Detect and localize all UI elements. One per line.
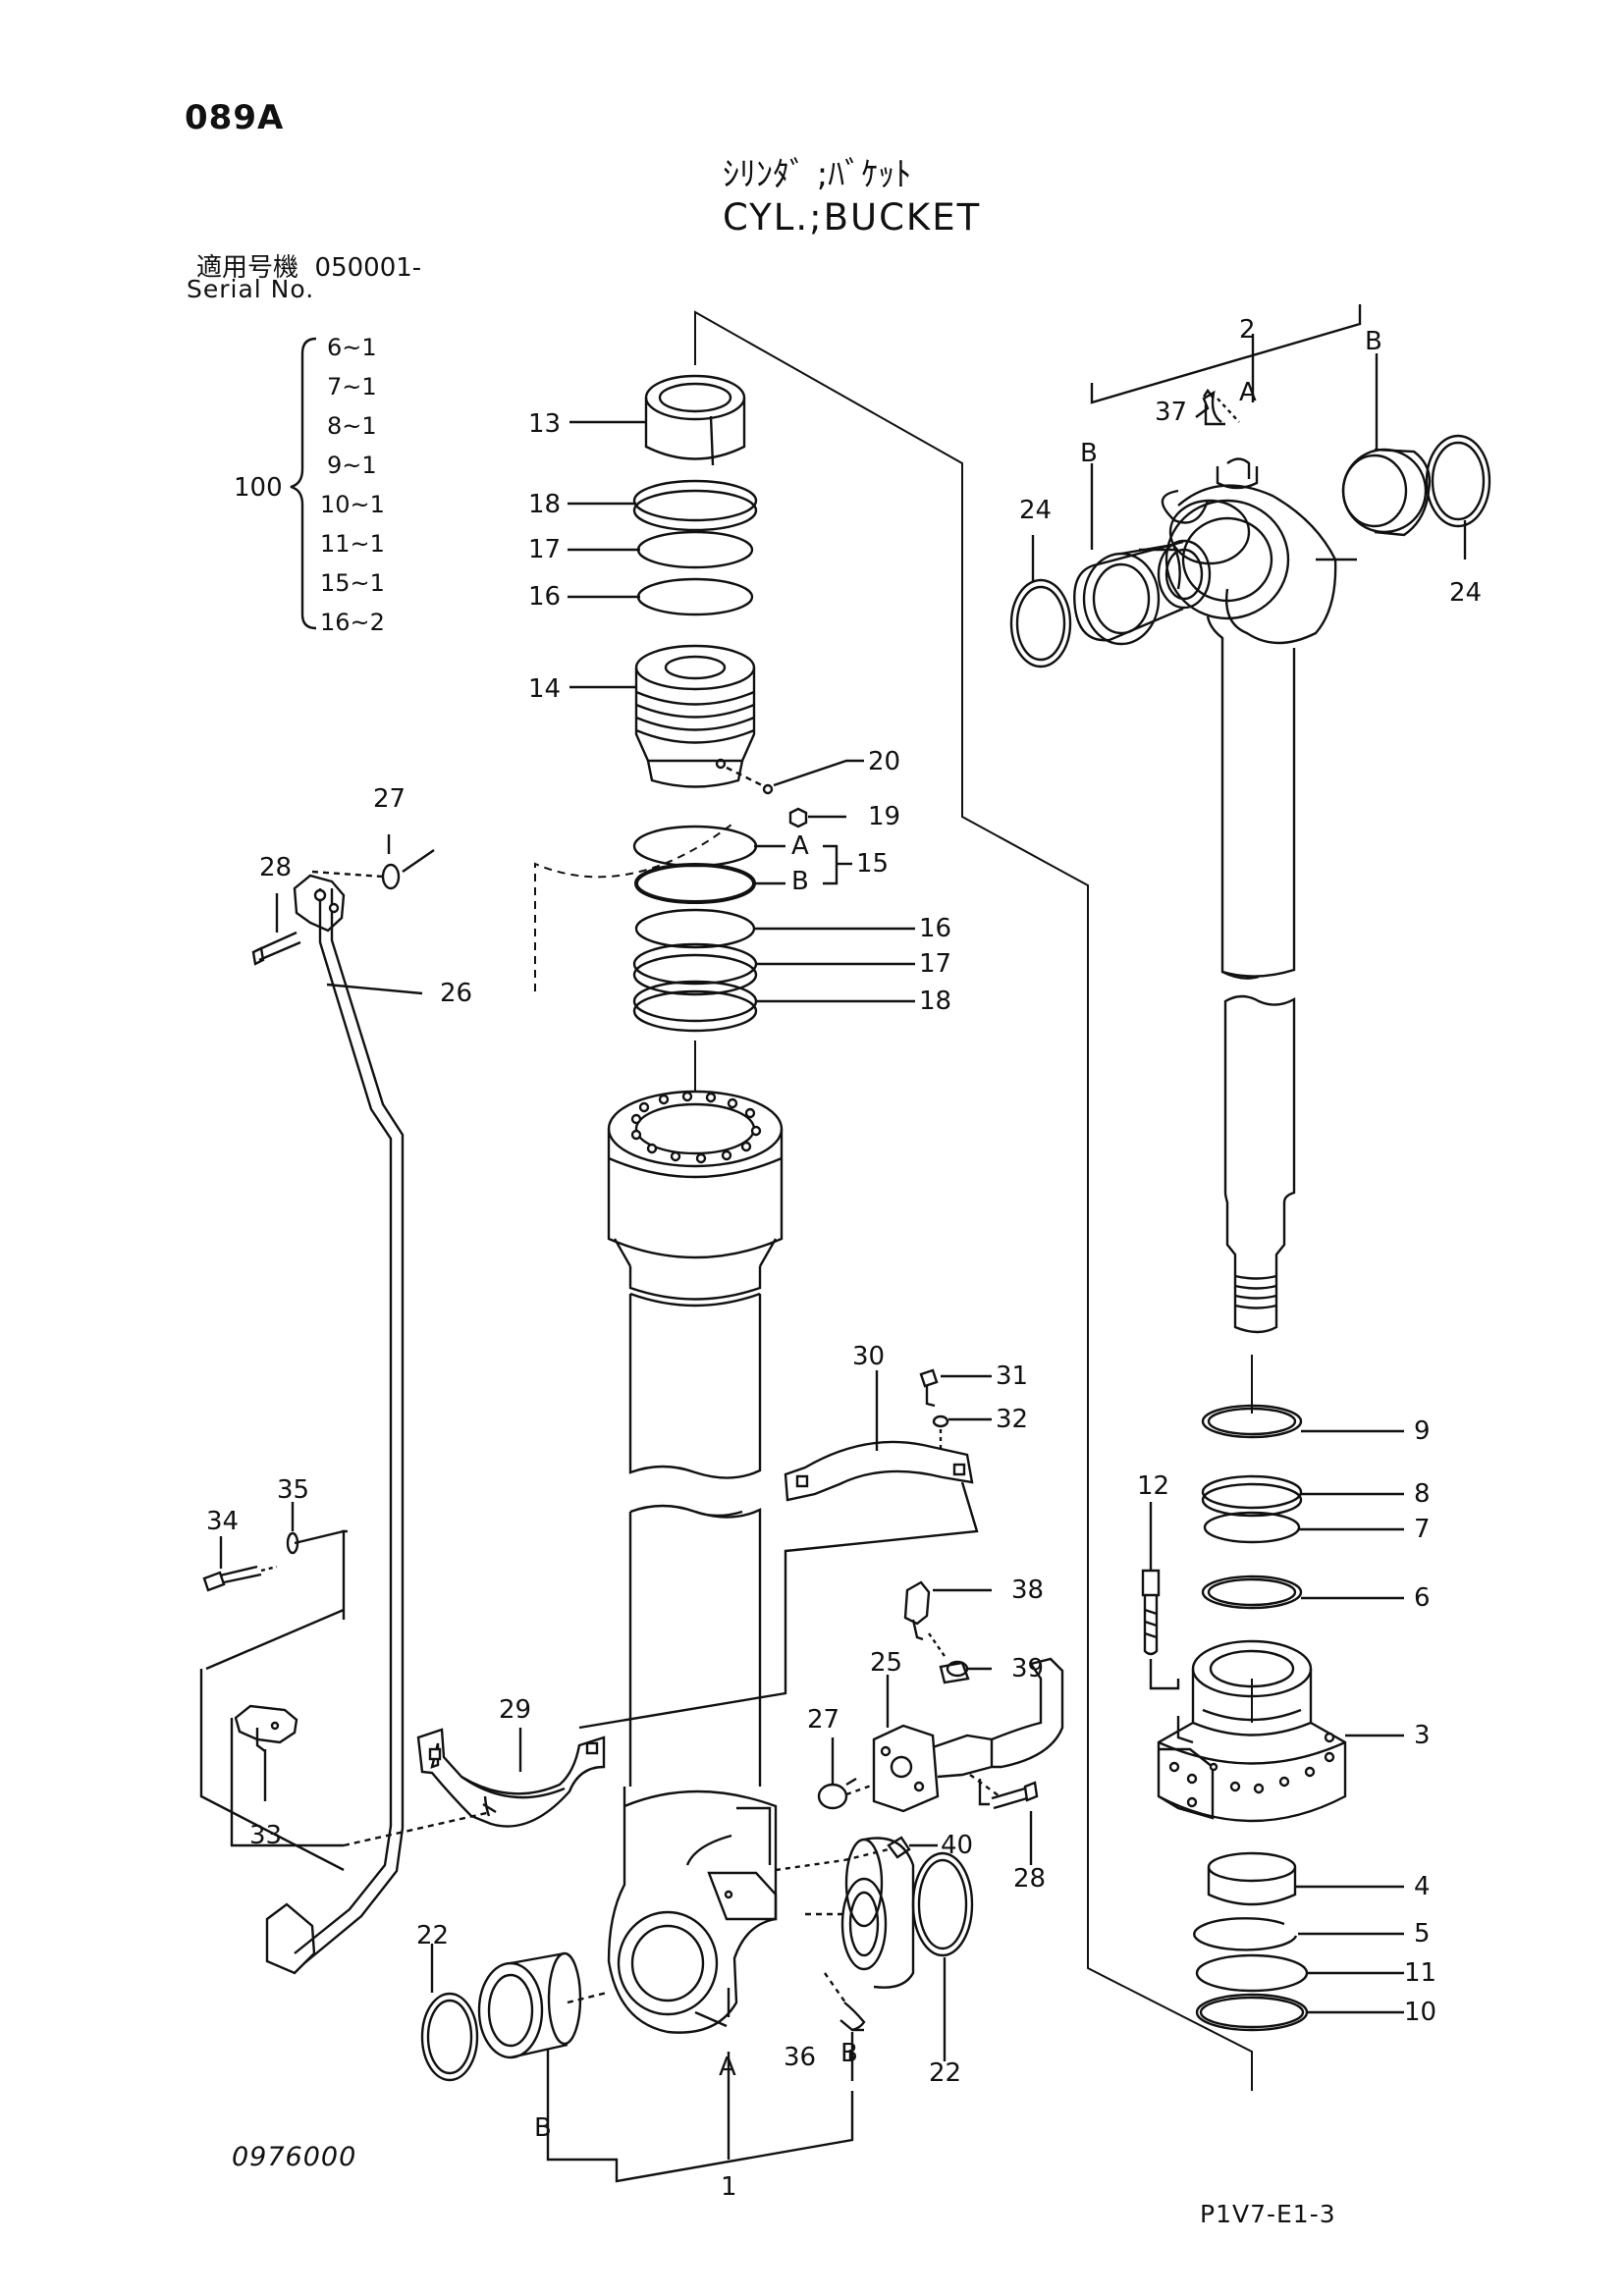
kit-item: 8~1 (327, 412, 377, 440)
part-26-pipe (251, 834, 435, 1975)
callout-24-right: 24 (1449, 578, 1482, 608)
kit-list: 100 6~1 7~1 8~1 9~1 10~1 11~1 15~1 16~2 (234, 334, 385, 636)
part-12-bolt (1141, 1502, 1180, 1690)
callout-28-top: 28 (259, 853, 292, 882)
title-english: CYL.;BUCKET (723, 196, 982, 239)
callout-35: 35 (277, 1475, 309, 1505)
callout-25: 25 (870, 1648, 902, 1678)
callout-18: 18 (528, 490, 561, 519)
callout-13: 13 (528, 409, 561, 439)
callout-27-top: 27 (373, 784, 406, 814)
callout-9: 9 (1414, 1416, 1431, 1446)
callout-rod-b-left: B (1080, 439, 1098, 468)
callout-19: 19 (868, 802, 900, 831)
tube-connector-lines (546, 1988, 854, 2183)
callout-17b: 17 (919, 949, 951, 979)
callout-2: 2 (1239, 315, 1256, 345)
serial-label-jp-text: 適用号機 (196, 253, 299, 283)
lower-seal-rings (632, 825, 915, 1033)
callout-34: 34 (206, 1507, 239, 1536)
callout-tube-b-right: B (840, 2039, 858, 2068)
callout-38: 38 (1011, 1575, 1044, 1605)
callout-labels: 13 18 17 16 14 20 19 A B 15 16 17 18 2 A… (206, 315, 1482, 2202)
callout-3: 3 (1414, 1721, 1431, 1750)
callout-10: 10 (1404, 1998, 1436, 2027)
kit-item: 6~1 (327, 334, 377, 361)
callout-32: 32 (996, 1405, 1028, 1434)
part-22-bushing-left (420, 1944, 608, 2128)
callout-24-left: 24 (1019, 496, 1052, 525)
kit-item: 10~1 (320, 491, 385, 518)
callout-31: 31 (996, 1362, 1028, 1391)
callout-14: 14 (528, 674, 561, 704)
callout-17: 17 (528, 535, 561, 564)
part-13-bushing (569, 374, 746, 466)
callout-18b: 18 (919, 987, 951, 1016)
callout-22-right: 22 (929, 2058, 961, 2088)
part-29-bracket (416, 1728, 606, 1828)
callout-8: 8 (1414, 1479, 1431, 1509)
callout-11: 11 (1404, 1958, 1436, 1988)
kit-item: 11~1 (320, 530, 385, 558)
callout-4: 4 (1414, 1872, 1431, 1901)
part-30-band (578, 1368, 992, 1730)
callout-36: 36 (784, 2043, 816, 2072)
serial-label-jp: 適用号機 050001- (196, 247, 421, 284)
rod-eye-bushings (1009, 304, 1491, 668)
callout-tube-b-left: B (534, 2113, 552, 2143)
callout-15-b: B (791, 867, 809, 896)
part-22-bushing-right (805, 1837, 974, 2081)
part-2-piston-rod (1073, 404, 1357, 1334)
assembly-lines (534, 310, 1253, 2091)
kit-item: 16~2 (320, 609, 385, 636)
callout-16: 16 (528, 582, 561, 612)
kit-number: 100 (234, 473, 283, 503)
kit-item: 7~1 (327, 373, 377, 400)
lower-rod-rings (1193, 1851, 1404, 2032)
serial-value: 050001- (314, 253, 422, 283)
callout-29: 29 (499, 1695, 531, 1725)
callout-22-left: 22 (416, 1921, 449, 1950)
part-3-rod-cover (1157, 1639, 1404, 1823)
callout-15: 15 (856, 849, 889, 879)
callout-33: 33 (249, 1821, 282, 1850)
callout-12: 12 (1137, 1471, 1169, 1501)
kit-item: 9~1 (327, 452, 377, 479)
callout-37: 37 (1155, 398, 1187, 427)
callout-5: 5 (1414, 1919, 1431, 1949)
kit-item: 15~1 (320, 569, 385, 597)
part-1-cylinder-tube (607, 1090, 784, 2034)
part-25-flange (775, 1580, 1064, 1872)
callout-16b: 16 (919, 914, 951, 943)
title-japanese: ｼﾘﾝﾀﾞ ;ﾊﾞｹｯﾄ (723, 155, 912, 194)
part-14-cylinder-head (569, 644, 864, 828)
part-34-bolt (202, 1502, 348, 1620)
serial-label-en: Serial No. (187, 275, 315, 303)
callout-1: 1 (721, 2172, 737, 2202)
callout-15-a: A (791, 831, 809, 861)
upper-seal-rings (568, 479, 758, 616)
callout-6: 6 (1414, 1583, 1431, 1613)
callout-20: 20 (868, 747, 900, 776)
part-33-plate (199, 1608, 492, 1872)
callout-30: 30 (852, 1342, 885, 1371)
callout-rod-a: A (1239, 378, 1257, 407)
callout-26: 26 (440, 979, 472, 1008)
rod-seal-rings (1201, 1404, 1404, 1610)
callout-28-bottom: 28 (1013, 1864, 1046, 1894)
page-reference: P1V7-E1-3 (1200, 2200, 1336, 2228)
callout-39: 39 (1011, 1654, 1044, 1683)
callout-tube-a: A (719, 2053, 736, 2082)
callout-40: 40 (941, 1831, 973, 1860)
drawing-reference: 0976000 (232, 2142, 357, 2172)
page-code: 089A (185, 98, 285, 137)
callout-27-bottom: 27 (807, 1705, 839, 1735)
callout-rod-b-right: B (1365, 327, 1382, 356)
callout-7: 7 (1414, 1515, 1431, 1544)
